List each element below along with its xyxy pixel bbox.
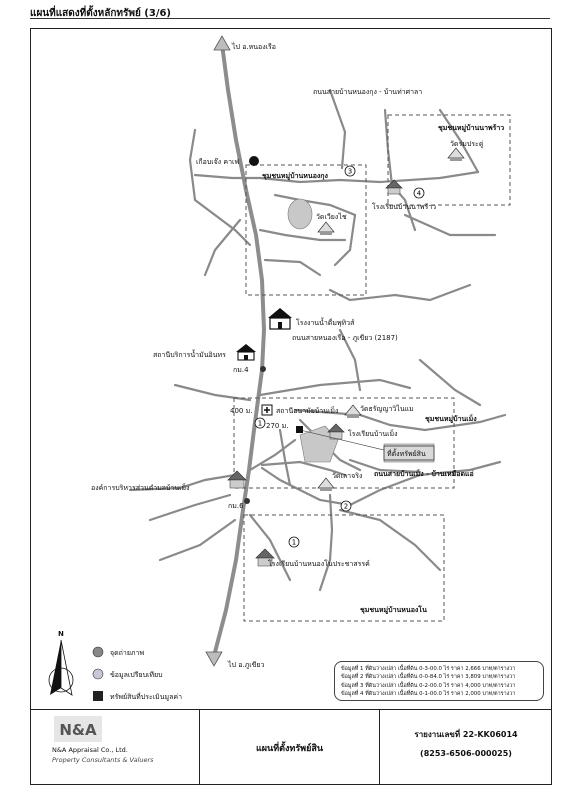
cafe-icon	[249, 156, 259, 166]
km6-label: กม.6	[228, 502, 244, 510]
map-title: แผนที่ตั้งทรัพย์สิน	[200, 710, 380, 785]
road-label-2187: ถนนสายหนองเรือ - ภูเขียว (2187)	[292, 334, 398, 342]
svg-text:N&A: N&A	[59, 721, 97, 739]
place-tao: องค์การบริหารส่วนตำบลบ้านเม็ง	[91, 483, 190, 492]
school-meng-icon	[327, 423, 345, 440]
tao-office-icon	[227, 470, 247, 489]
subject-leader-line	[299, 429, 385, 451]
place-temple-wiangchai: วัดเวียงไช	[316, 212, 347, 221]
temple-srisutha-icon	[344, 404, 362, 418]
factory-icon	[268, 308, 292, 330]
place-community-meng: ชุมชนหมู่บ้านเม็ง	[425, 414, 477, 424]
km4-label: กม.4	[233, 366, 249, 374]
place-health-station: สถานีอนามัยบ้านเม็ง	[276, 406, 338, 415]
place-temple-srisutha: วัดธรัญญาวิไนแม	[360, 404, 414, 413]
report-code: (8253-6506-000025)	[420, 749, 512, 758]
north-arrow-icon: N	[48, 630, 74, 696]
marker-2: 2	[344, 503, 348, 511]
report-number: รายงานเลขที่ 22-KK06014	[414, 730, 518, 739]
south-direction-label: ไป อ.ภูเขียว	[227, 660, 265, 669]
company-block: N&A N&A Appraisal Co., Ltd. Property Con…	[30, 710, 200, 785]
minor-roads	[128, 88, 507, 592]
subject-property-box	[383, 445, 435, 461]
distance-400-label: 400 ม.	[230, 407, 252, 415]
temple-wiangchai-icon	[317, 221, 335, 235]
marker-1-subject: 1	[258, 420, 262, 428]
road-label-meng: ถนนสายบ้านเม็ง - บ้านเหมือดแอ่	[374, 469, 474, 478]
place-community-naphrao: ชุมชนหมู่บ้านนาพร้าว	[438, 123, 504, 133]
place-cafe: เกือบเจ๊ง คาเฟ่	[196, 158, 239, 166]
school-nongnoi-icon	[255, 548, 275, 567]
comparable-markers: 3 4 1 2 1	[254, 165, 425, 548]
legend-label-comparable: ข้อมูลเปรียบเทียบ	[110, 671, 163, 679]
map-frame	[30, 28, 552, 785]
title-block: N&A N&A Appraisal Co., Ltd. Property Con…	[30, 709, 552, 785]
north-direction-arrow-icon	[213, 35, 231, 51]
subject-property-marker	[296, 426, 303, 433]
place-subject-property: ที่ตั้งทรัพย์สิน	[387, 447, 426, 458]
marker-1: 1	[292, 539, 296, 547]
page-title: แผนที่แสดงที่ตั้งหลักทรัพย์ (3/6)	[30, 8, 172, 19]
gas-station-icon	[236, 344, 256, 361]
km4-marker-icon	[260, 366, 266, 372]
place-factory: โรงงานน้ำดื่มพุทิวส์	[296, 316, 355, 327]
subject-square-icon	[93, 691, 103, 701]
legend-label-subject: ทรัพย์สินที่ประเมินมูลค่า	[110, 692, 182, 701]
school-naphrao-icon	[385, 179, 403, 195]
north-direction-label: ไป อ.หนองเรือ	[231, 42, 276, 51]
svg-text:N: N	[58, 630, 64, 638]
company-name: N&A Appraisal Co., Ltd.	[52, 746, 128, 754]
place-gas-station: สถานีบริการน้ำมันอินทร	[153, 348, 226, 359]
health-station-icon	[261, 404, 273, 416]
price-row: ข้อมูลที่ 1 ที่ดินว่างเปล่า เนื้อที่ดิน …	[341, 666, 516, 672]
marker-3: 3	[348, 168, 352, 176]
community-zones	[233, 114, 511, 622]
comparable-icon	[92, 668, 104, 680]
place-school-naphrao: โรงเรียนบ้านนาพร้าว	[372, 202, 436, 211]
legend: จุดถ่ายภาพ ข้อมูลเปรียบเทียบ ทรัพย์สินที…	[92, 646, 182, 701]
report-info: รายงานเลขที่ 22-KK06014 (8253-6506-00002…	[380, 710, 552, 785]
place-community-nongkung: ชุมชนหมู่บ้านหนองกุง	[262, 171, 329, 181]
road-label-nongkung: ถนนสายบ้านหนองกุง - บ้านท่าศาลา	[313, 88, 422, 96]
km6-marker-icon	[244, 498, 250, 504]
place-community-nongnoi: ชุมชนหมู่บ้านหนองโน	[360, 605, 427, 615]
temple-naphrao-icon	[447, 147, 465, 161]
price-row: ข้อมูลที่ 3 ที่ดินว่างเปล่า เนื้อที่ดิน …	[341, 682, 516, 689]
place-school-meng: โรงเรียนบ้านเม็ง	[348, 429, 398, 438]
title-divider	[30, 18, 550, 19]
company-tagline: Property Consultants & Valuers	[52, 756, 154, 764]
distance-270-label: 270 ม.	[266, 422, 288, 430]
price-row: ข้อมูลที่ 2 ที่ดินว่างเปล่า เนื้อที่ดิน …	[341, 674, 516, 681]
south-direction-arrow-icon	[205, 651, 223, 667]
place-school-nongnoi: โรงเรียนบ้านหนองโนประชาสรรค์	[268, 559, 370, 568]
legend-label-photo: จุดถ่ายภาพ	[110, 649, 144, 657]
temple-laochai-icon	[317, 477, 335, 491]
place-temple-naphrao: วัดร่มประดู่	[450, 140, 483, 148]
company-logo-icon: N&A	[54, 716, 102, 742]
comparable-price-table: ข้อมูลที่ 1 ที่ดินว่างเปล่า เนื้อที่ดิน …	[334, 661, 544, 701]
camera-icon	[92, 646, 104, 658]
place-temple-laochai: วัดเลาจริง	[332, 472, 362, 480]
price-row: ข้อมูลที่ 4 ที่ดินว่างเปล่า เนื้อที่ดิน …	[341, 691, 516, 698]
marker-4: 4	[417, 190, 422, 198]
